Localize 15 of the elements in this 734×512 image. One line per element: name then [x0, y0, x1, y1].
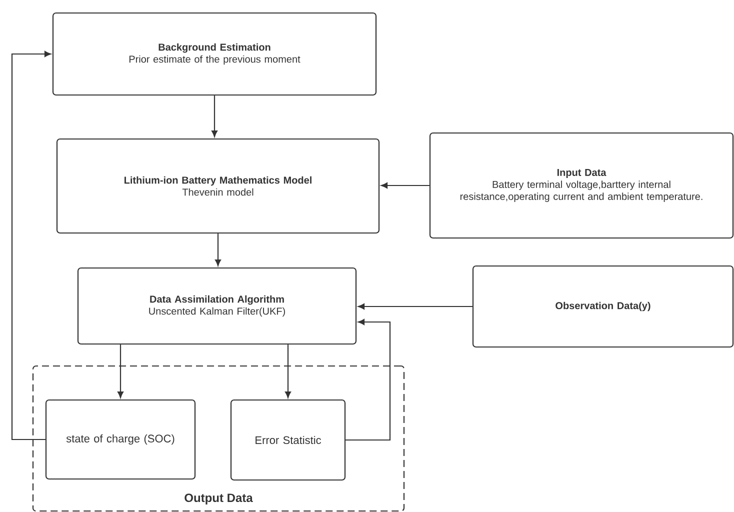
arrow	[285, 344, 292, 398]
arrow	[211, 96, 218, 138]
input-box: Observation Data(y)	[472, 265, 734, 348]
input-box: Input Data Battery terminal voltage,barttery internal resistance,operating current and ambient temperature.	[429, 132, 734, 239]
result-box: Error Statistic	[230, 399, 346, 481]
result-box: state of charge (SOC)	[45, 399, 196, 480]
process-box: Data Assimilation Algorithm Unscented Kalman Filter(UKF)	[77, 267, 357, 345]
process-box: Lithium-ion Battery Mathematics Model Thevenin model	[56, 138, 380, 234]
arrow	[358, 304, 472, 310]
arrow	[118, 344, 124, 398]
arrow	[380, 182, 430, 189]
arrow	[346, 319, 391, 441]
arrow	[11, 51, 52, 440]
process-box: Background Estimation Prior estimate of the previous moment	[52, 12, 377, 96]
arrow	[215, 234, 222, 266]
